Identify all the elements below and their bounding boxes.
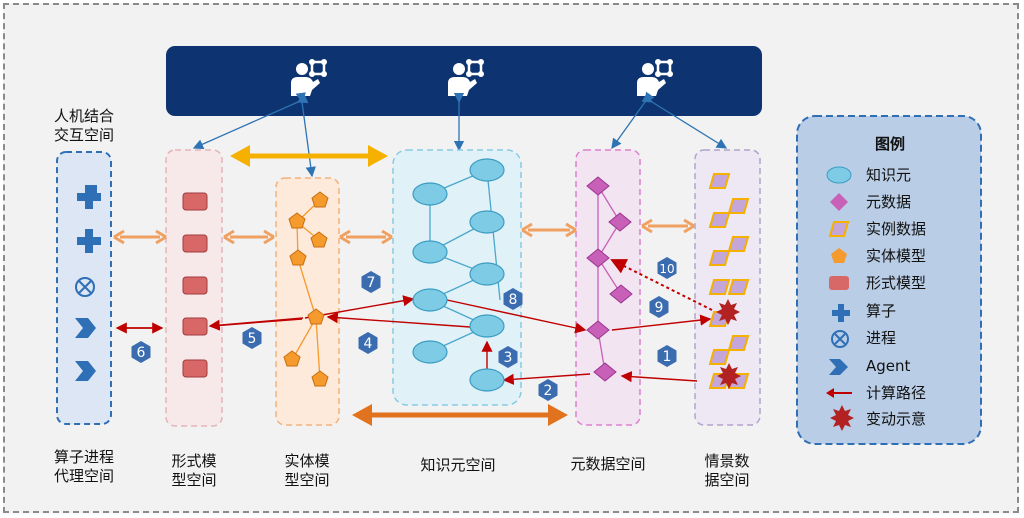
legend-label: 形式模型: [866, 274, 927, 292]
change-burst-icon: [716, 299, 741, 389]
mapping-arrow-yellow: [230, 145, 388, 167]
ellipse-icon: [826, 166, 852, 184]
agent-chevron-icon: [75, 361, 96, 381]
metadata-space-box: [575, 149, 641, 426]
mapping-arrow-orange: [352, 404, 568, 426]
operator-space-label: 算子进程 代理空间: [53, 448, 114, 485]
step-badges: 1 2 3 4 5 6 7 8 9 10: [131, 257, 677, 401]
knowledge-space-label: 知识元空间: [420, 456, 496, 474]
step-badge: [242, 327, 262, 349]
step-badge: [131, 341, 151, 363]
light-orange-arrows: [113, 218, 695, 245]
legend-label: 知识元: [866, 166, 912, 184]
circle-x-icon: [831, 330, 849, 348]
step-badge: [657, 345, 677, 367]
banner-connectors: [192, 91, 728, 178]
metadata-elements: [586, 176, 633, 382]
step-badge: [538, 379, 558, 401]
step-badge-label: 7: [367, 275, 376, 291]
cross-icon: [832, 304, 850, 322]
legend-label: 进程: [866, 329, 897, 347]
legend-icons: [826, 166, 854, 431]
step-badge: [657, 257, 677, 279]
step-badge-label: 9: [655, 300, 664, 316]
person-network-icon: [291, 59, 327, 96]
entity-space-box: [275, 177, 340, 426]
human-machine-label: 人机结合 交互空间: [53, 107, 114, 144]
step-badge: [498, 346, 518, 368]
parallelogram-icon: [828, 221, 850, 237]
diamond-icon: [830, 193, 848, 211]
step-badge: [649, 296, 669, 318]
step-badge-label: 6: [137, 345, 146, 361]
scenario-space-label: 情景数 据空间: [704, 452, 750, 489]
person-network-icon: [448, 59, 484, 96]
step-badge-label: 1: [663, 349, 672, 365]
chevron-icon: [829, 359, 848, 375]
operator-cross-icon: [77, 229, 101, 253]
pentagon-icon: [831, 248, 847, 263]
person-network-icon: [637, 59, 673, 96]
step-badge-label: 4: [364, 336, 373, 352]
legend-label: 实体模型: [866, 247, 927, 265]
step-badge-label: 5: [248, 331, 257, 347]
step-badge: [361, 271, 381, 293]
burst-icon: [830, 405, 854, 431]
formal-models: [182, 192, 208, 378]
arrow-icon: [826, 388, 852, 398]
legend-label: 变动示意: [866, 410, 927, 428]
step-badge-label: 10: [659, 262, 674, 276]
rounded-rect-icon: [829, 276, 849, 290]
formal-space-label: 形式模 型空间: [171, 452, 217, 489]
metadata-space-label: 元数据空间: [570, 455, 646, 473]
operator-cross-icon: [77, 185, 101, 209]
process-circle-x-icon: [75, 277, 95, 297]
entity-space-label: 实体模 型空间: [284, 452, 330, 489]
step-badge: [503, 288, 523, 310]
agent-chevron-icon: [75, 318, 96, 338]
legend-label: 元数据: [866, 193, 912, 211]
step-badge-label: 2: [544, 383, 553, 399]
legend-title: 图例: [874, 135, 905, 153]
step-badge-label: 8: [509, 292, 518, 308]
step-badge-label: 3: [504, 350, 513, 366]
entity-models: [283, 191, 329, 387]
legend-label: Agent: [866, 357, 911, 375]
step-badge: [358, 332, 378, 354]
knowledge-elements: [412, 158, 505, 392]
legend-label: 算子: [866, 302, 897, 320]
legend-label: 实例数据: [866, 220, 927, 238]
legend-label: 计算路径: [866, 384, 927, 402]
